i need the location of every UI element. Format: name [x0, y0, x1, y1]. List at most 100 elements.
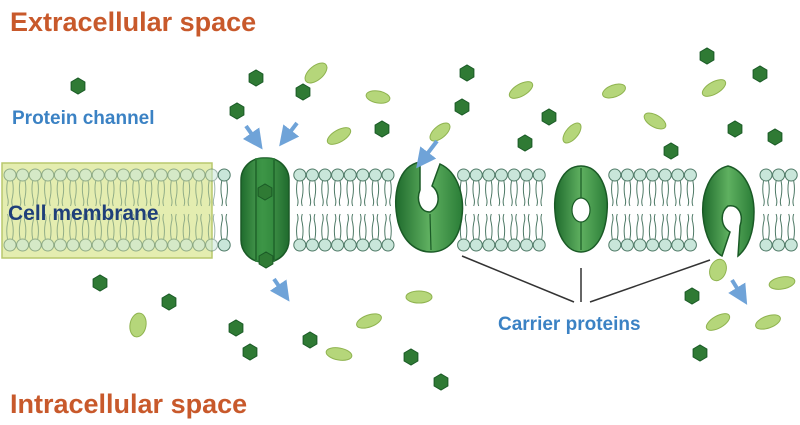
oval-molecule-icon [643, 112, 667, 130]
phospholipid [658, 168, 672, 252]
oval-molecule-icon [705, 313, 731, 331]
phospholipid [293, 168, 307, 252]
phospholipid [331, 168, 345, 252]
phospholipid [469, 168, 483, 252]
hexagon-molecule-icon [257, 183, 273, 201]
phospholipid [104, 168, 118, 252]
hexagon-molecule-icon [767, 128, 783, 146]
intracellular-space-label: Intracellular space [10, 389, 247, 419]
phospholipid [217, 168, 231, 252]
arrow-icon [279, 121, 300, 147]
transport-arrows [242, 121, 748, 305]
hexagon-molecule-icon [302, 331, 318, 349]
hexagon-molecule-icon [517, 134, 533, 152]
hexagon-molecule-icon [699, 47, 715, 65]
phospholipid [53, 168, 67, 252]
phospholipid [494, 168, 508, 252]
hexagon-molecule-icon [295, 83, 311, 101]
phospholipid [784, 168, 798, 252]
phospholipid [520, 168, 534, 252]
hexagon-molecule-icon [229, 102, 245, 120]
hexagon-molecule-icon [70, 77, 86, 95]
phospholipid [129, 168, 143, 252]
phospholipid [154, 168, 168, 252]
phospholipid [683, 168, 697, 252]
protein-channel-label: Protein channel [12, 108, 155, 129]
phospholipid [671, 168, 685, 252]
hexagon-molecule-icon [433, 373, 449, 391]
hexagon-molecule-icon [541, 108, 557, 126]
phospholipid [646, 168, 660, 252]
phospholipid [66, 168, 80, 252]
phospholipid [91, 168, 105, 252]
hexagon-molecule-icon [374, 120, 390, 138]
oval-molecule-icon [326, 127, 352, 145]
hexagon-molecule-icon [454, 98, 470, 116]
hexagon-molecule-icon [692, 344, 708, 362]
oval-molecule-icon [701, 79, 727, 97]
carrier-proteins-label: Carrier proteins [498, 314, 641, 335]
arrow-icon [728, 278, 748, 305]
phospholipid [633, 168, 647, 252]
phospholipid [759, 168, 773, 252]
hexagon-molecule-icon [727, 120, 743, 138]
oval-molecule-icon [304, 62, 328, 84]
extracellular-space-label: Extracellular space [10, 7, 256, 37]
hexagon-molecule-icon [752, 65, 768, 83]
phospholipid [192, 168, 206, 252]
oval-molecule-icon [755, 314, 781, 330]
hexagon-molecule-icon [92, 274, 108, 292]
phospholipid [368, 168, 382, 252]
phospholipid [620, 168, 634, 252]
phospholipid [532, 168, 546, 252]
oval-molecule-icon [768, 276, 796, 290]
arrow-icon [242, 124, 263, 150]
phospholipid [356, 168, 370, 252]
phospholipid [167, 168, 181, 252]
oval-molecule-icon [365, 90, 391, 104]
phospholipid [772, 168, 786, 252]
carrier-protein-open-top [395, 161, 464, 253]
phospholipid [608, 168, 622, 252]
oval-molecule-icon [508, 81, 534, 99]
molecules [70, 47, 796, 391]
phospholipid [305, 168, 319, 252]
arrow-icon [269, 277, 290, 302]
oval-molecule-icon [429, 122, 451, 142]
oval-molecule-icon [405, 290, 433, 304]
arrow-icon [416, 139, 439, 169]
phospholipid [318, 168, 332, 252]
hexagon-molecule-icon [161, 293, 177, 311]
phospholipid [507, 168, 521, 252]
hexagon-molecule-icon [258, 251, 274, 269]
hexagon-molecule-icon [228, 319, 244, 337]
phospholipid [343, 168, 357, 252]
cell-membrane-label: Cell membrane [8, 202, 159, 225]
oval-molecule-icon [325, 347, 353, 361]
carrier-proteins-bracket [461, 255, 711, 303]
phospholipid [205, 168, 219, 252]
oval-molecule-icon [129, 312, 147, 338]
phospholipid [28, 168, 42, 252]
phospholipid [179, 168, 193, 252]
carrier-protein-closed [553, 165, 609, 253]
oval-molecule-icon [562, 122, 582, 144]
phospholipid [41, 168, 55, 252]
hexagon-molecule-icon [242, 343, 258, 361]
phospholipid [482, 168, 496, 252]
hexagon-molecule-icon [684, 287, 700, 305]
phospholipid [142, 168, 156, 252]
protein-channel [240, 157, 290, 263]
phospholipid [3, 168, 17, 252]
hexagon-molecule-icon [248, 69, 264, 87]
oval-molecule-icon [356, 313, 382, 329]
phospholipid [16, 168, 30, 252]
lipid-bilayer [3, 168, 798, 252]
hexagon-molecule-icon [663, 142, 679, 160]
oval-molecule-icon [709, 258, 727, 282]
hexagon-molecule-icon [403, 348, 419, 366]
hexagon-molecule-icon [459, 64, 475, 82]
phospholipid [116, 168, 130, 252]
carrier-protein-open-bottom [701, 165, 755, 258]
